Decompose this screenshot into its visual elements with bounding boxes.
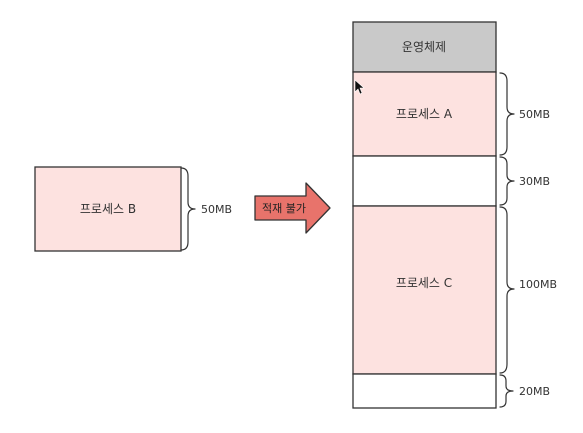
process-b-size: 50MB bbox=[201, 203, 232, 216]
process-a-brace bbox=[499, 72, 515, 156]
process-a-label: 프로세스 A bbox=[396, 107, 453, 121]
process-a-size: 50MB bbox=[519, 108, 550, 121]
process-a-block bbox=[352, 71, 497, 157]
process-c-brace bbox=[499, 206, 515, 374]
process-c-label: 프로세스 C bbox=[396, 276, 452, 290]
free-30mb-size: 30MB bbox=[519, 175, 550, 188]
free-20mb-brace bbox=[499, 374, 514, 408]
process-b-label: 프로세스 B bbox=[80, 202, 136, 216]
memory-column: 운영체제 프로세스 A 프로세스 C bbox=[352, 21, 497, 409]
free-20mb-size: 20MB bbox=[519, 385, 550, 398]
free-block-20mb bbox=[352, 373, 497, 409]
load-fail-arrow bbox=[254, 182, 331, 234]
free-30mb-brace bbox=[499, 156, 515, 206]
mouse-pointer-icon bbox=[354, 79, 365, 95]
os-block bbox=[352, 21, 497, 73]
process-c-size: 100MB bbox=[519, 278, 557, 291]
process-c-block bbox=[352, 205, 497, 375]
load-fail-label: 적재 불가 bbox=[262, 202, 306, 215]
process-b-brace bbox=[180, 167, 196, 251]
process-b-box bbox=[34, 166, 182, 252]
free-block-30mb bbox=[352, 155, 497, 207]
os-label: 운영체제 bbox=[402, 40, 446, 54]
